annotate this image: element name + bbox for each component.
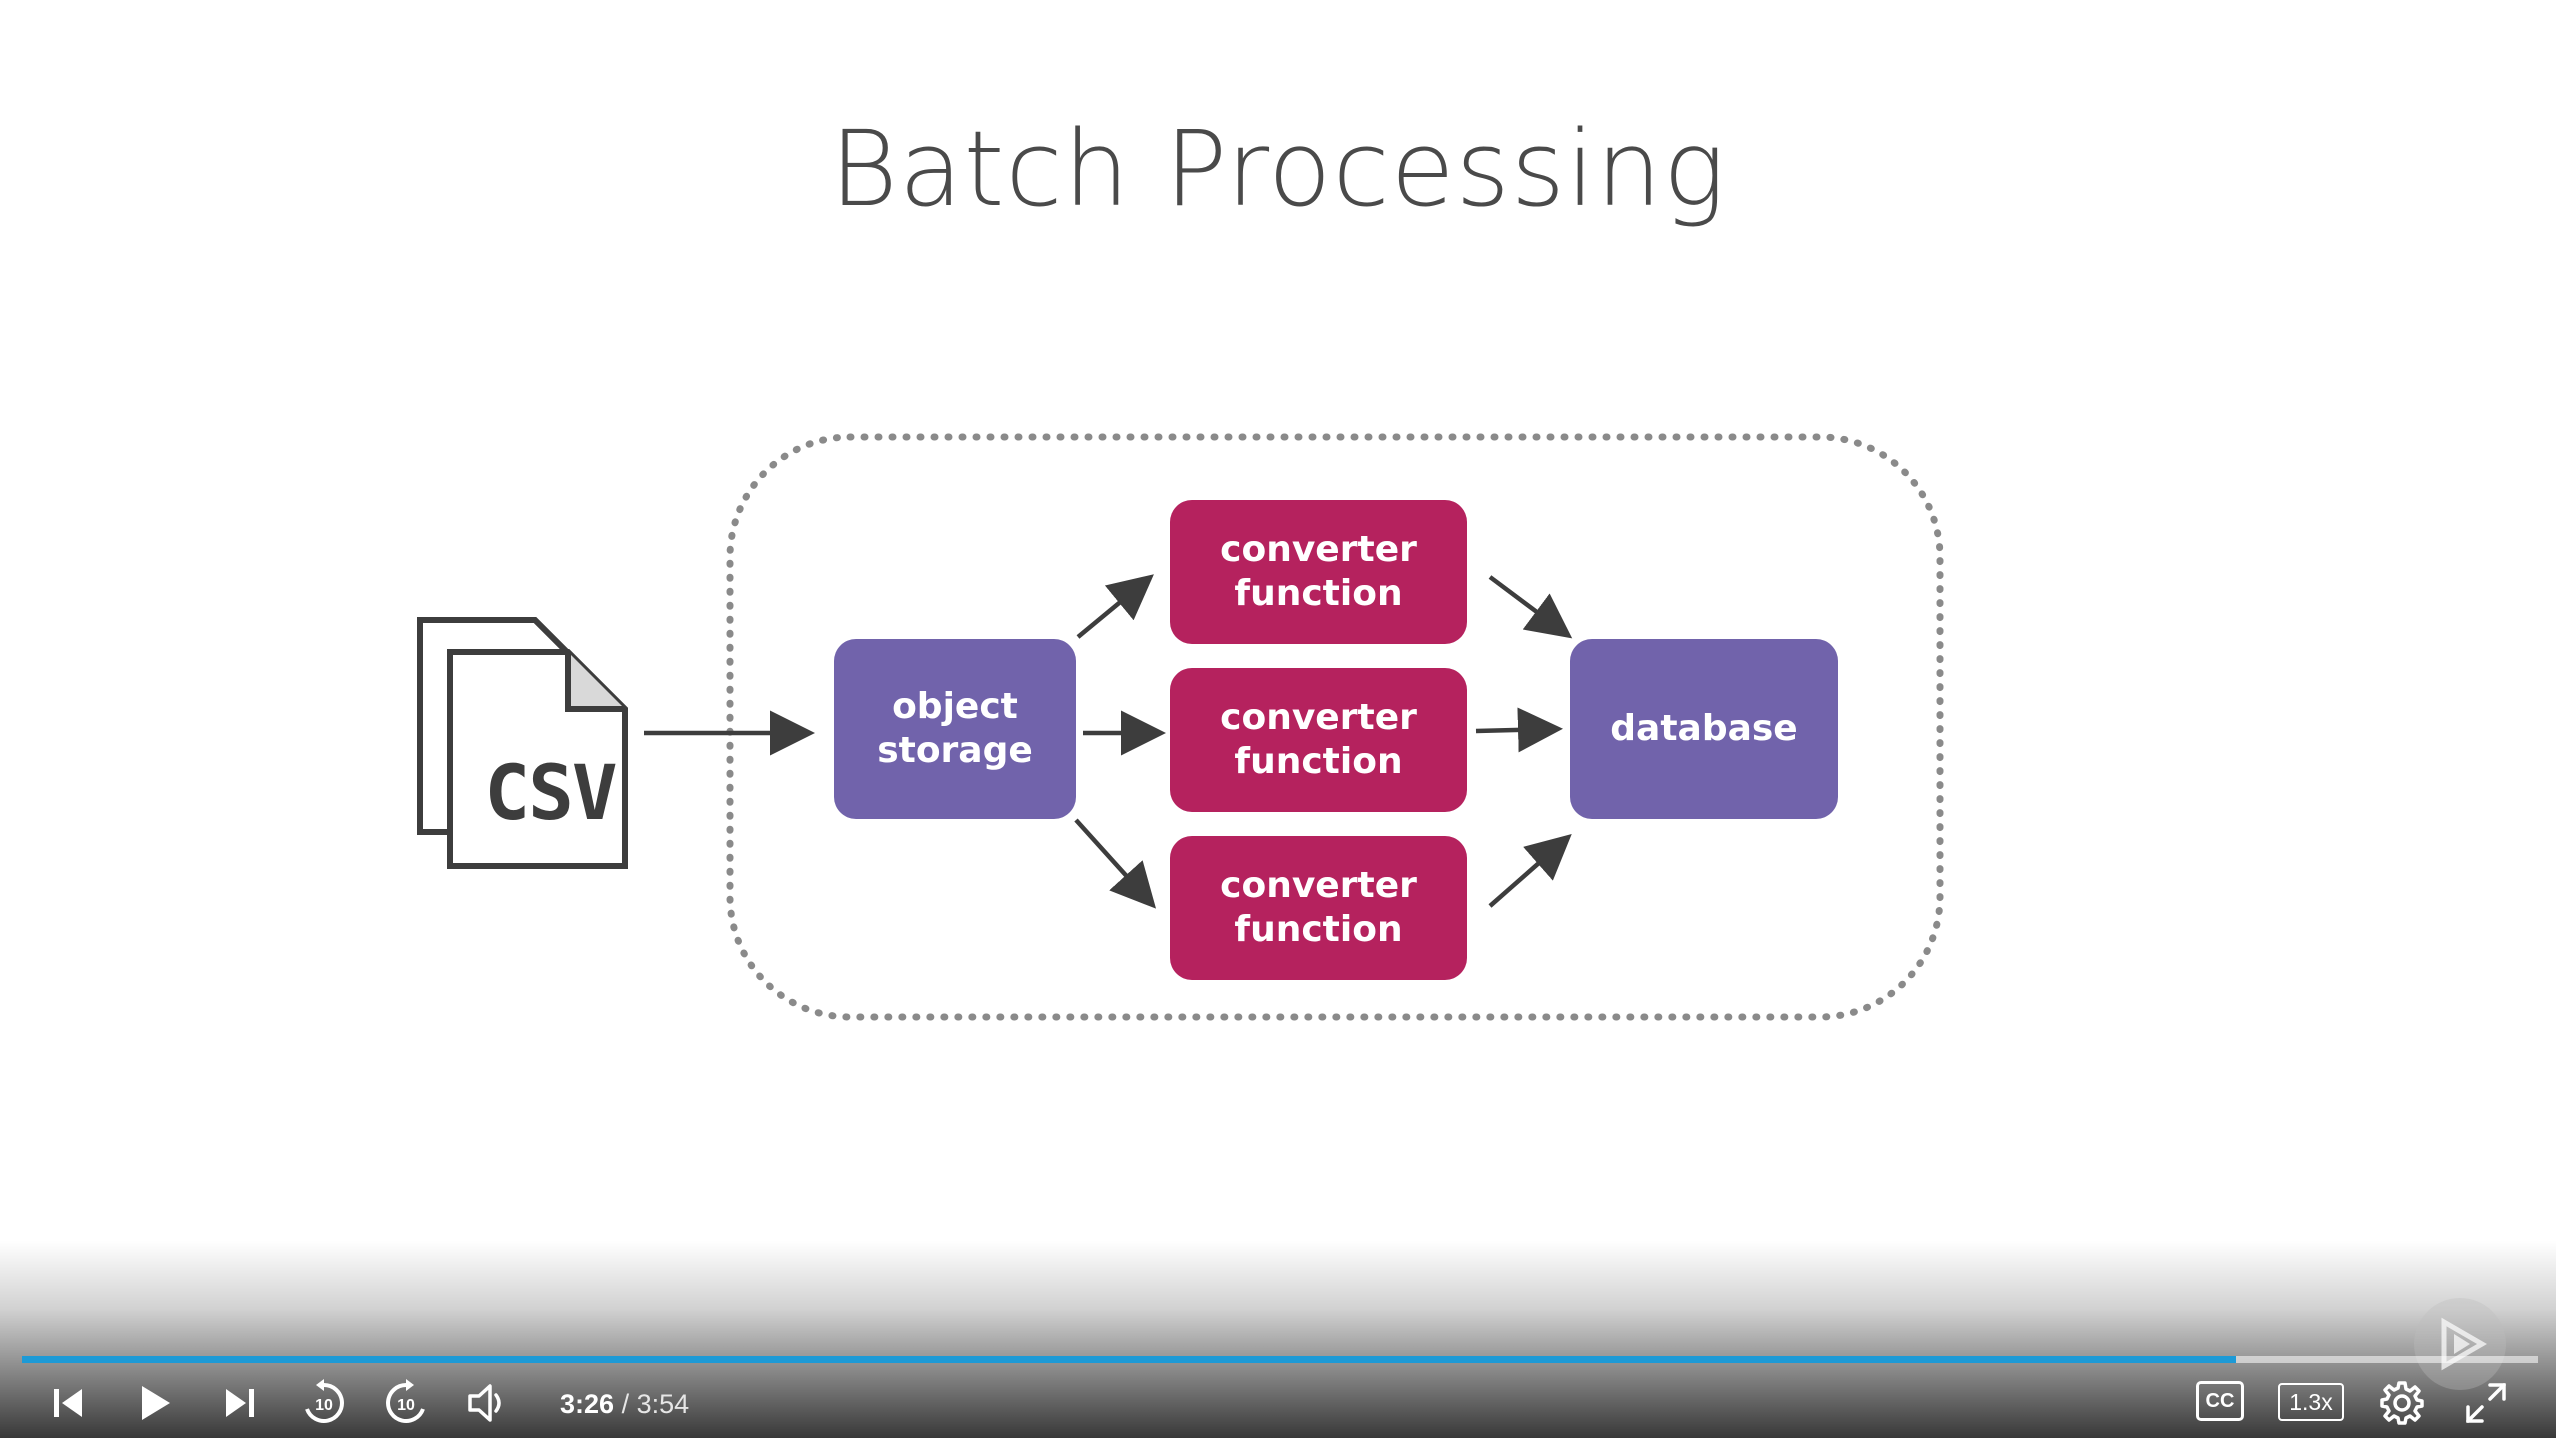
svg-text:10: 10: [397, 1397, 415, 1414]
arrow-converter-3-to-database: [1488, 834, 1572, 908]
player-controls-overlay: [0, 1240, 2556, 1438]
arrow-storage-to-converter-1: [1076, 574, 1154, 639]
csv-files-icon: [417, 617, 628, 869]
svg-text:10: 10: [315, 1397, 333, 1414]
progress-bar[interactable]: [22, 1356, 2538, 1363]
time-display: 3:26 / 3:54: [560, 1384, 689, 1424]
converter-function-box-3: converter function: [1170, 836, 1467, 980]
gear-icon: [2380, 1381, 2424, 1425]
database-box: database: [1570, 639, 1838, 819]
rewind-10-icon: 10: [305, 1379, 344, 1423]
play-icon: [142, 1386, 170, 1420]
fullscreen-button[interactable]: [2458, 1375, 2514, 1431]
arrow-storage-to-converter-3: [1074, 818, 1157, 909]
skip-next-icon: [226, 1389, 254, 1417]
progress-fill: [22, 1356, 2237, 1363]
playback-speed-label: 1.3x: [2289, 1388, 2333, 1415]
previous-button[interactable]: [40, 1375, 96, 1431]
current-time: 3:26: [560, 1389, 615, 1419]
object-storage-box: object storage: [834, 639, 1076, 819]
volume-button[interactable]: [460, 1375, 516, 1431]
csv-label: CSV: [484, 748, 617, 837]
volume-icon: [468, 1384, 501, 1422]
converter-function-box-1: converter function: [1170, 500, 1467, 644]
play-button[interactable]: [126, 1375, 182, 1431]
arrow-converter-1-to-database: [1488, 575, 1573, 639]
fullscreen-icon: [2466, 1383, 2506, 1423]
skip-previous-icon: [54, 1389, 82, 1417]
next-button[interactable]: [212, 1375, 268, 1431]
arrow-converter-2-to-database: [1475, 707, 1563, 753]
slide-title: Batch Processing: [829, 108, 1727, 230]
closed-captions-button[interactable]: CC: [2196, 1381, 2244, 1421]
time-separator: /: [621, 1389, 630, 1419]
pluralsight-watermark-icon: [2414, 1298, 2506, 1390]
playback-speed-button[interactable]: 1.3x: [2278, 1383, 2344, 1421]
settings-button[interactable]: [2374, 1375, 2430, 1431]
forward-10-icon: 10: [386, 1379, 425, 1423]
processing-boundary: [726, 433, 1944, 1021]
forward-10-button[interactable]: 10: [378, 1375, 434, 1431]
closed-captions-icon: CC: [2205, 1389, 2235, 1412]
rewind-10-button[interactable]: 10: [296, 1375, 352, 1431]
duration: 3:54: [636, 1389, 690, 1419]
converter-function-box-2: converter function: [1170, 668, 1467, 812]
